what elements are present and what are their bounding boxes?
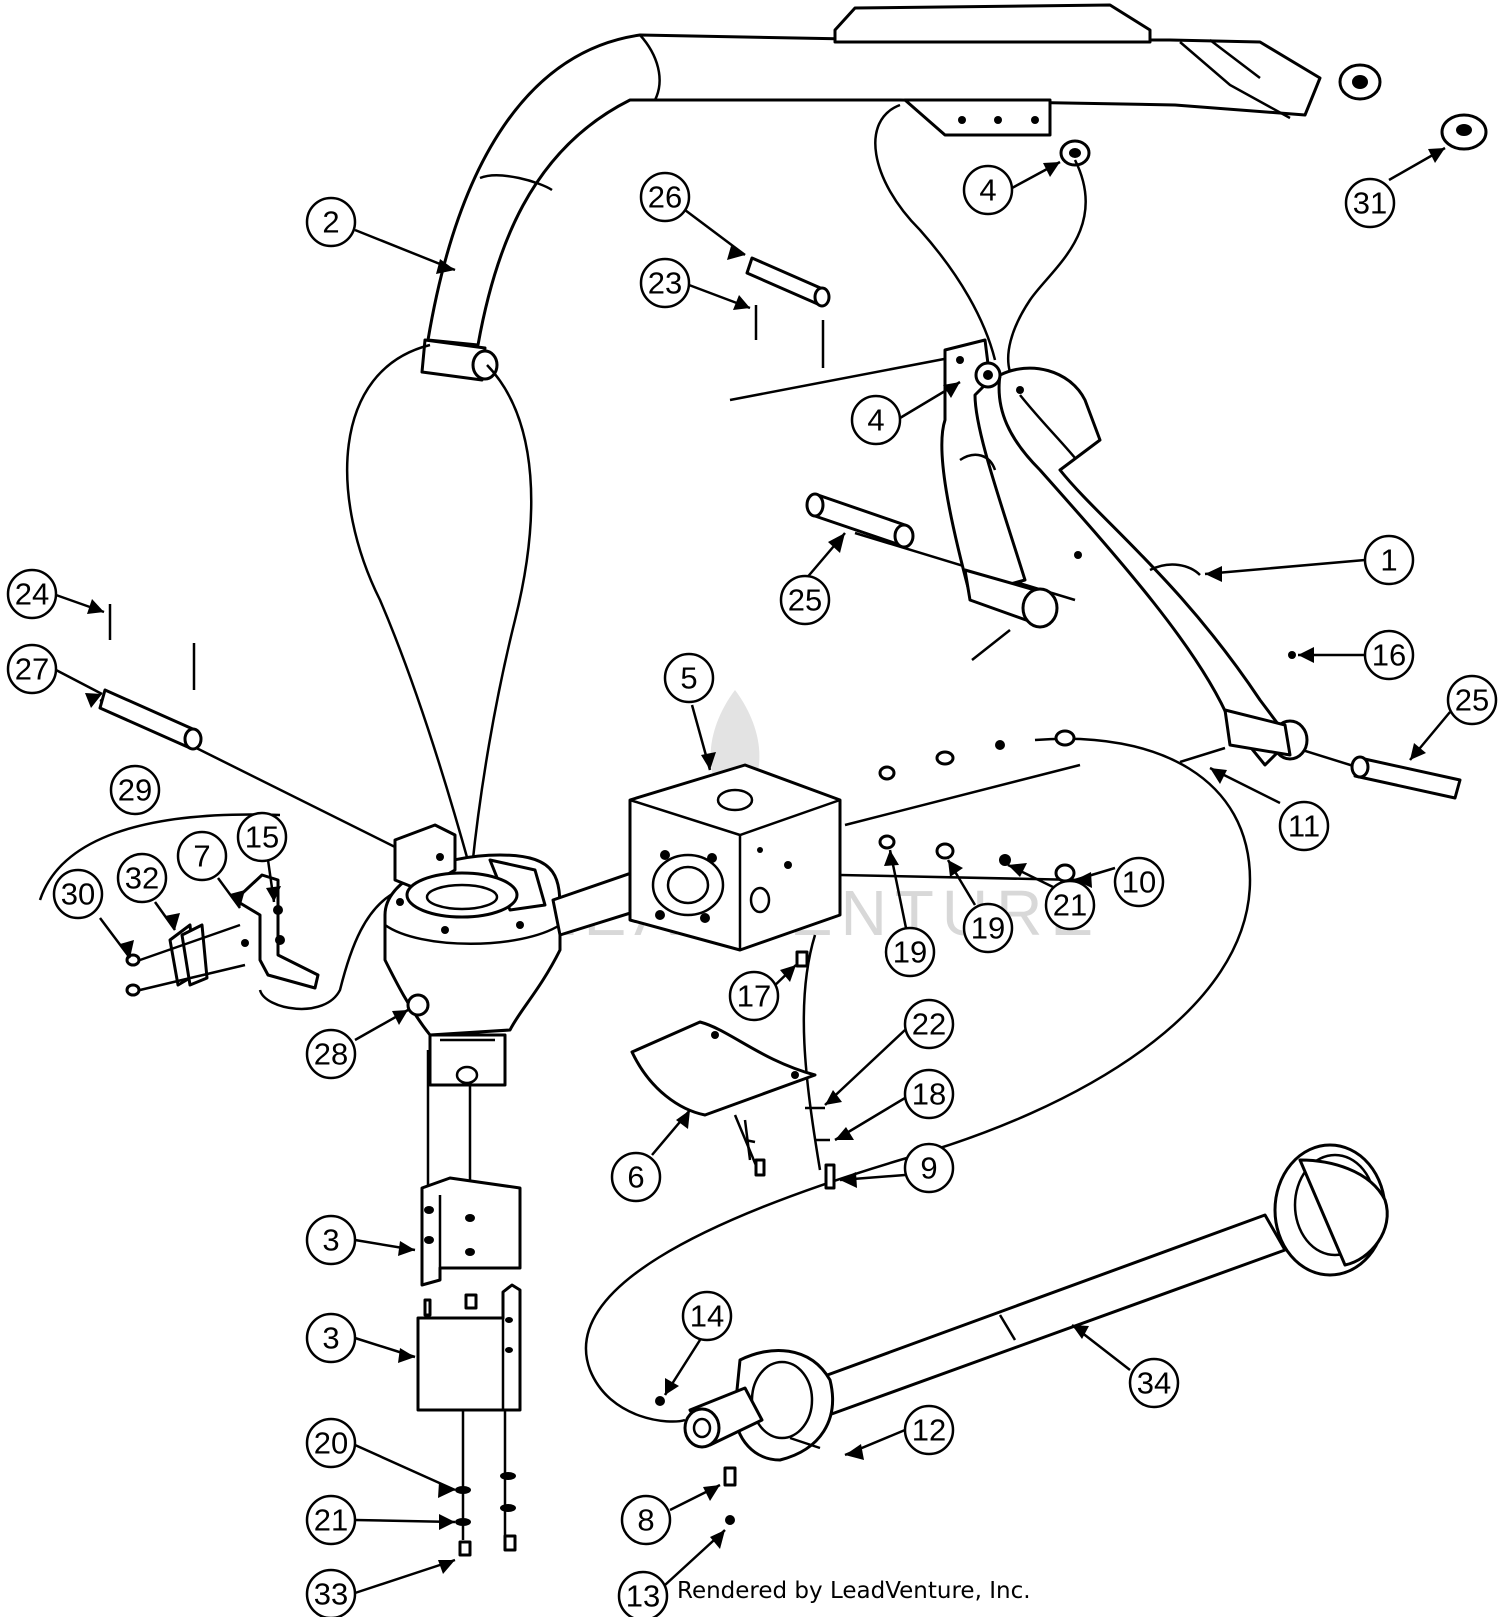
top-hardware bbox=[1059, 113, 1488, 167]
pin-26 bbox=[745, 256, 827, 307]
callout: 16 bbox=[1298, 629, 1415, 681]
bracket-part-29 bbox=[38, 813, 320, 997]
callout: 17 bbox=[728, 964, 797, 1022]
callout: 4 bbox=[850, 380, 961, 446]
callout: 31 bbox=[1344, 146, 1446, 229]
callout: 25 bbox=[1409, 674, 1498, 761]
svg-text:17: 17 bbox=[737, 979, 771, 1014]
callout: 30 bbox=[52, 868, 131, 959]
callout: 14 bbox=[663, 1290, 733, 1396]
svg-text:13: 13 bbox=[626, 1579, 660, 1614]
callout: 15 bbox=[236, 811, 288, 903]
callout: 21 bbox=[1007, 863, 1096, 931]
svg-text:6: 6 bbox=[627, 1160, 644, 1195]
svg-text:3: 3 bbox=[322, 1223, 339, 1258]
svg-text:16: 16 bbox=[1372, 638, 1406, 673]
svg-text:9: 9 bbox=[920, 1151, 937, 1186]
callout: 20 bbox=[305, 1417, 456, 1492]
svg-text:8: 8 bbox=[637, 1503, 654, 1538]
svg-text:18: 18 bbox=[912, 1077, 946, 1112]
svg-text:2: 2 bbox=[322, 205, 339, 240]
callout: 4 bbox=[962, 160, 1061, 216]
callout: 28 bbox=[305, 1008, 409, 1080]
callout: 7 bbox=[176, 830, 242, 909]
svg-text:21: 21 bbox=[1053, 888, 1087, 923]
callout: 11 bbox=[1209, 766, 1330, 852]
svg-text:5: 5 bbox=[680, 661, 697, 696]
callout: 3 bbox=[305, 1214, 416, 1266]
svg-text:3: 3 bbox=[322, 1321, 339, 1356]
svg-text:30: 30 bbox=[61, 877, 95, 912]
svg-text:22: 22 bbox=[912, 1007, 946, 1042]
svg-text:23: 23 bbox=[648, 266, 682, 301]
svg-text:32: 32 bbox=[125, 861, 159, 896]
svg-text:11: 11 bbox=[1288, 809, 1320, 844]
callout: 19 bbox=[946, 859, 1014, 954]
shield-part-6 bbox=[630, 950, 836, 1190]
svg-text:1: 1 bbox=[1380, 543, 1397, 578]
callout: 25 bbox=[779, 532, 846, 626]
svg-text:28: 28 bbox=[314, 1037, 348, 1072]
gearbox bbox=[383, 823, 642, 1087]
housing-part-5 bbox=[628, 763, 842, 952]
pin-25-lower bbox=[1353, 756, 1462, 800]
callout: 21 bbox=[305, 1494, 456, 1546]
callout: 10 bbox=[1074, 856, 1165, 908]
svg-text:7: 7 bbox=[193, 839, 210, 874]
svg-text:25: 25 bbox=[1455, 683, 1489, 718]
pin-27 bbox=[98, 688, 197, 750]
bracket-part-3 bbox=[416, 1176, 522, 1557]
svg-text:27: 27 bbox=[15, 652, 49, 687]
pins bbox=[98, 256, 1462, 800]
pin-25-upper bbox=[810, 493, 907, 547]
svg-text:19: 19 bbox=[971, 911, 1005, 946]
svg-text:34: 34 bbox=[1137, 1366, 1171, 1401]
arm-part-1 bbox=[940, 338, 1309, 767]
callout: 19 bbox=[884, 849, 936, 978]
callout: 18 bbox=[834, 1068, 955, 1142]
callout: 13 bbox=[617, 1529, 726, 1617]
credit-text: Rendered by LeadVenture, Inc. bbox=[677, 1578, 1031, 1604]
callout: 24 bbox=[6, 568, 105, 620]
callout: 6 bbox=[610, 1109, 691, 1203]
callout: 23 bbox=[639, 257, 751, 310]
callout: 9 bbox=[839, 1142, 955, 1194]
svg-text:12: 12 bbox=[912, 1413, 946, 1448]
svg-text:14: 14 bbox=[690, 1299, 724, 1334]
hardware-rows bbox=[878, 729, 1076, 883]
callout: 5 bbox=[663, 652, 715, 771]
svg-text:4: 4 bbox=[979, 173, 996, 208]
callout: 8 bbox=[620, 1483, 721, 1546]
svg-text:20: 20 bbox=[314, 1426, 348, 1461]
callout: 27 bbox=[6, 643, 103, 696]
svg-text:31: 31 bbox=[1353, 186, 1387, 221]
arrowheads bbox=[85, 148, 1445, 1574]
callout: 34 bbox=[1071, 1324, 1180, 1409]
svg-text:24: 24 bbox=[15, 577, 49, 612]
upper-tube-part-2 bbox=[420, 3, 1382, 382]
svg-text:29: 29 bbox=[118, 773, 152, 808]
svg-text:4: 4 bbox=[867, 403, 884, 438]
svg-text:21: 21 bbox=[314, 1503, 348, 1538]
svg-text:25: 25 bbox=[788, 583, 822, 618]
callout: 12 bbox=[844, 1404, 955, 1457]
callout: 32 bbox=[116, 852, 177, 931]
callout: 3 bbox=[305, 1312, 416, 1364]
driveshaft-part-34 bbox=[655, 1143, 1389, 1525]
svg-text:26: 26 bbox=[648, 180, 682, 215]
svg-text:19: 19 bbox=[893, 935, 927, 970]
svg-text:15: 15 bbox=[245, 820, 279, 855]
callout: 29 bbox=[109, 764, 161, 816]
svg-text:10: 10 bbox=[1122, 865, 1156, 900]
callout: 26 bbox=[639, 171, 746, 256]
callout: 33 bbox=[305, 1558, 456, 1617]
svg-text:33: 33 bbox=[314, 1577, 348, 1612]
callout: 2 bbox=[305, 196, 456, 272]
callout: 22 bbox=[824, 998, 955, 1106]
callout: 1 bbox=[1204, 534, 1415, 586]
